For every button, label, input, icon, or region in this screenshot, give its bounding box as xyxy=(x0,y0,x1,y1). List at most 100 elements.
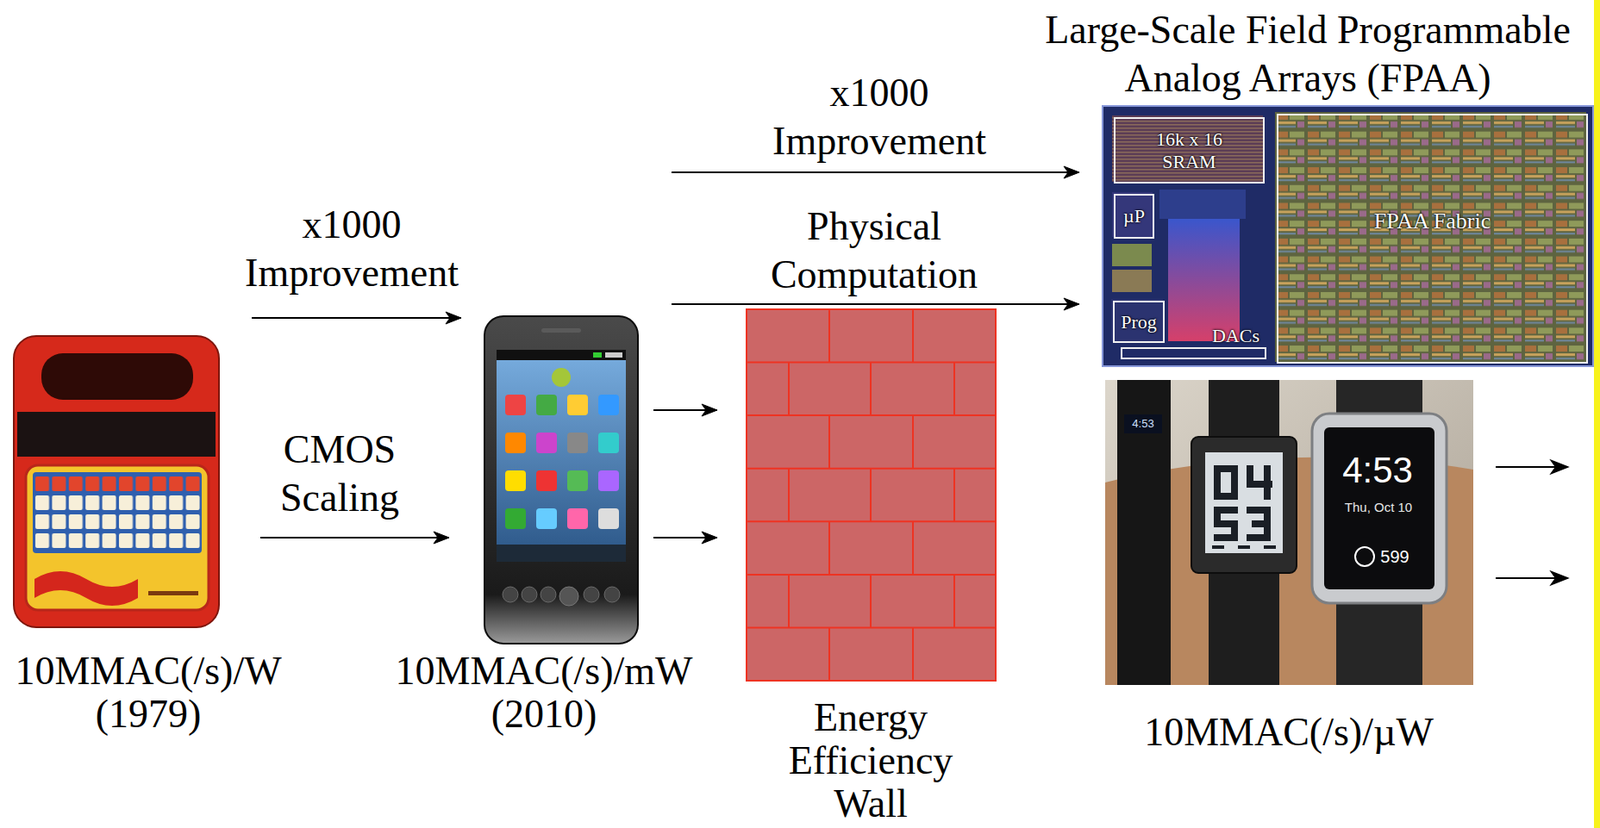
smartphone: 10MMAC(/s)/mW (2010) xyxy=(484,316,638,644)
speak-spell-device: 10MMAC(/s)/W (1979) xyxy=(10,332,223,632)
smartphone-illustration-part xyxy=(521,587,538,603)
speak-spell-illustration-part xyxy=(13,336,219,628)
continuation-arrow-part xyxy=(1495,577,1559,580)
smartphone-illustration-part xyxy=(496,544,626,563)
smartphone-illustration-part xyxy=(505,470,526,492)
smartphone-illustration-part xyxy=(551,368,571,388)
speak-spell-illustration-part xyxy=(17,412,216,457)
prog-block: Prog xyxy=(1112,300,1165,344)
smartphone-illustration-part xyxy=(496,350,626,361)
connector-line xyxy=(671,303,1080,306)
smartphone-illustration-part xyxy=(559,587,579,607)
fpaa-chip-die-part xyxy=(1159,189,1246,219)
continuation-arrow xyxy=(1495,461,1568,585)
watch-display-text: 4:53 xyxy=(1342,450,1413,491)
fpaa-chip-die-part xyxy=(1168,218,1240,342)
sram-block: 16k x 16 SRAM xyxy=(1113,117,1265,184)
fpaa-chip-die xyxy=(1101,105,1594,368)
smartwatch-photo-part-part xyxy=(1263,506,1271,542)
watch-display-text: 4:53 xyxy=(1131,418,1154,431)
speak-spell-illustration-part xyxy=(41,353,194,400)
smartwatch-photo-part-part xyxy=(1263,465,1271,500)
arrow-head xyxy=(433,531,450,544)
fpaa-chip-die-part xyxy=(1112,192,1153,238)
node-caption: 10MMAC(/s)/W (1979) xyxy=(1,650,295,737)
block-label: FPAA Fabric xyxy=(1278,208,1587,235)
smartwatch-photo-part-part xyxy=(1213,465,1221,500)
smartphone-illustration-part xyxy=(505,394,526,416)
fpaa-fabric: FPAA Fabric xyxy=(1276,113,1588,364)
smartwatch-photo-part-part xyxy=(1212,545,1225,550)
fpaa-chip-die-part xyxy=(1111,299,1163,342)
smartwatches: 10MMAC(/s)/µW xyxy=(1105,380,1474,686)
smartphone-illustration-part xyxy=(567,508,588,530)
smartphone-illustration-part xyxy=(536,432,557,454)
arrow-connector xyxy=(251,312,462,325)
arrow-connector xyxy=(653,531,718,544)
smartwatch-photo-part xyxy=(1355,547,1375,567)
smartwatch-photo-part xyxy=(1191,437,1297,574)
smartwatch-photo xyxy=(1105,380,1474,686)
arrow-head xyxy=(701,531,718,544)
edge-label: CMOS Scaling xyxy=(253,425,426,523)
block-label: DACs xyxy=(1212,325,1260,348)
node-caption: 10MMAC(/s)/mW (2010) xyxy=(371,650,717,737)
smartwatch-photo-part-part xyxy=(1213,534,1238,542)
edge-label: x1000 Improvement xyxy=(222,200,482,298)
smartphone-illustration-part xyxy=(567,394,588,416)
arrow-connector xyxy=(671,298,1080,311)
arrow-head xyxy=(701,404,718,417)
edge-stripe xyxy=(1593,0,1600,828)
connector-line xyxy=(671,171,1080,174)
smartwatch-photo-part-part xyxy=(1231,465,1238,500)
fpaa-chip-die-part xyxy=(1112,115,1263,182)
continuation-arrow-part xyxy=(1551,461,1568,474)
smartphone-illustration-part xyxy=(502,587,519,603)
brick-wall-illustration-part xyxy=(746,309,996,682)
arrow-head xyxy=(1063,298,1080,311)
block-label: µP xyxy=(1123,205,1145,228)
smartphone-illustration-part xyxy=(605,352,623,358)
watch-display-text: 599 xyxy=(1380,547,1409,567)
smartphone-illustration-part xyxy=(598,508,619,530)
smartwatch-photo-part-part xyxy=(1263,545,1276,550)
smartwatch-photo-part xyxy=(1212,465,1276,550)
continuation-arrow-part xyxy=(1551,572,1568,585)
microprocessor-block: µP xyxy=(1113,193,1155,239)
continuation-arrow-part xyxy=(1495,466,1559,469)
smartphone-illustration-part xyxy=(505,432,526,454)
smartphone-illustration-part xyxy=(540,587,557,603)
connector-line xyxy=(260,537,450,539)
smartwatch-photo-part xyxy=(1324,427,1435,590)
speak-spell-illustration xyxy=(13,336,219,628)
speak-spell-illustration-part xyxy=(34,571,138,607)
smartphone-illustration-part xyxy=(567,470,588,492)
smartwatch-photo-part xyxy=(1105,380,1474,686)
arrow-connector xyxy=(653,404,718,417)
energy-efficiency-wall: Energy Efficiency Wall xyxy=(746,309,996,682)
smartphone-illustration-part xyxy=(593,352,602,358)
smartphone-illustration-part xyxy=(484,316,638,644)
node-caption: Energy Efficiency Wall xyxy=(767,696,975,826)
fpaa-chip-die-part xyxy=(1112,269,1152,293)
smartphone-illustration-part xyxy=(583,587,600,603)
smartphone-illustration-part xyxy=(496,350,626,563)
fpaa-chip-die-part xyxy=(1275,112,1587,363)
speak-spell-illustration-part xyxy=(32,472,202,554)
node-caption: Large-Scale Field Programmable Analog Ar… xyxy=(1023,6,1593,103)
fpaa-chip-die-part xyxy=(1112,243,1152,267)
smartwatch-photo-part xyxy=(1205,452,1283,554)
brick-wall-illustration xyxy=(746,309,996,682)
fpaa-chip-die-part xyxy=(1101,105,1594,368)
smartphone-illustration-part xyxy=(505,508,526,530)
speak-spell-illustration-part xyxy=(34,475,202,495)
edge-label: Physical Computation xyxy=(744,202,1004,300)
smartphone-illustration-part xyxy=(541,328,582,333)
smartphone-illustration-part xyxy=(598,470,619,492)
smartphone-illustration-part xyxy=(598,394,619,416)
node-caption: 10MMAC(/s)/µW xyxy=(1081,708,1496,757)
arrow-head xyxy=(445,312,462,325)
arrow-head xyxy=(1063,166,1080,179)
edge-label: x1000 Improvement xyxy=(750,68,1009,166)
dac-block: DACs xyxy=(1120,347,1267,360)
